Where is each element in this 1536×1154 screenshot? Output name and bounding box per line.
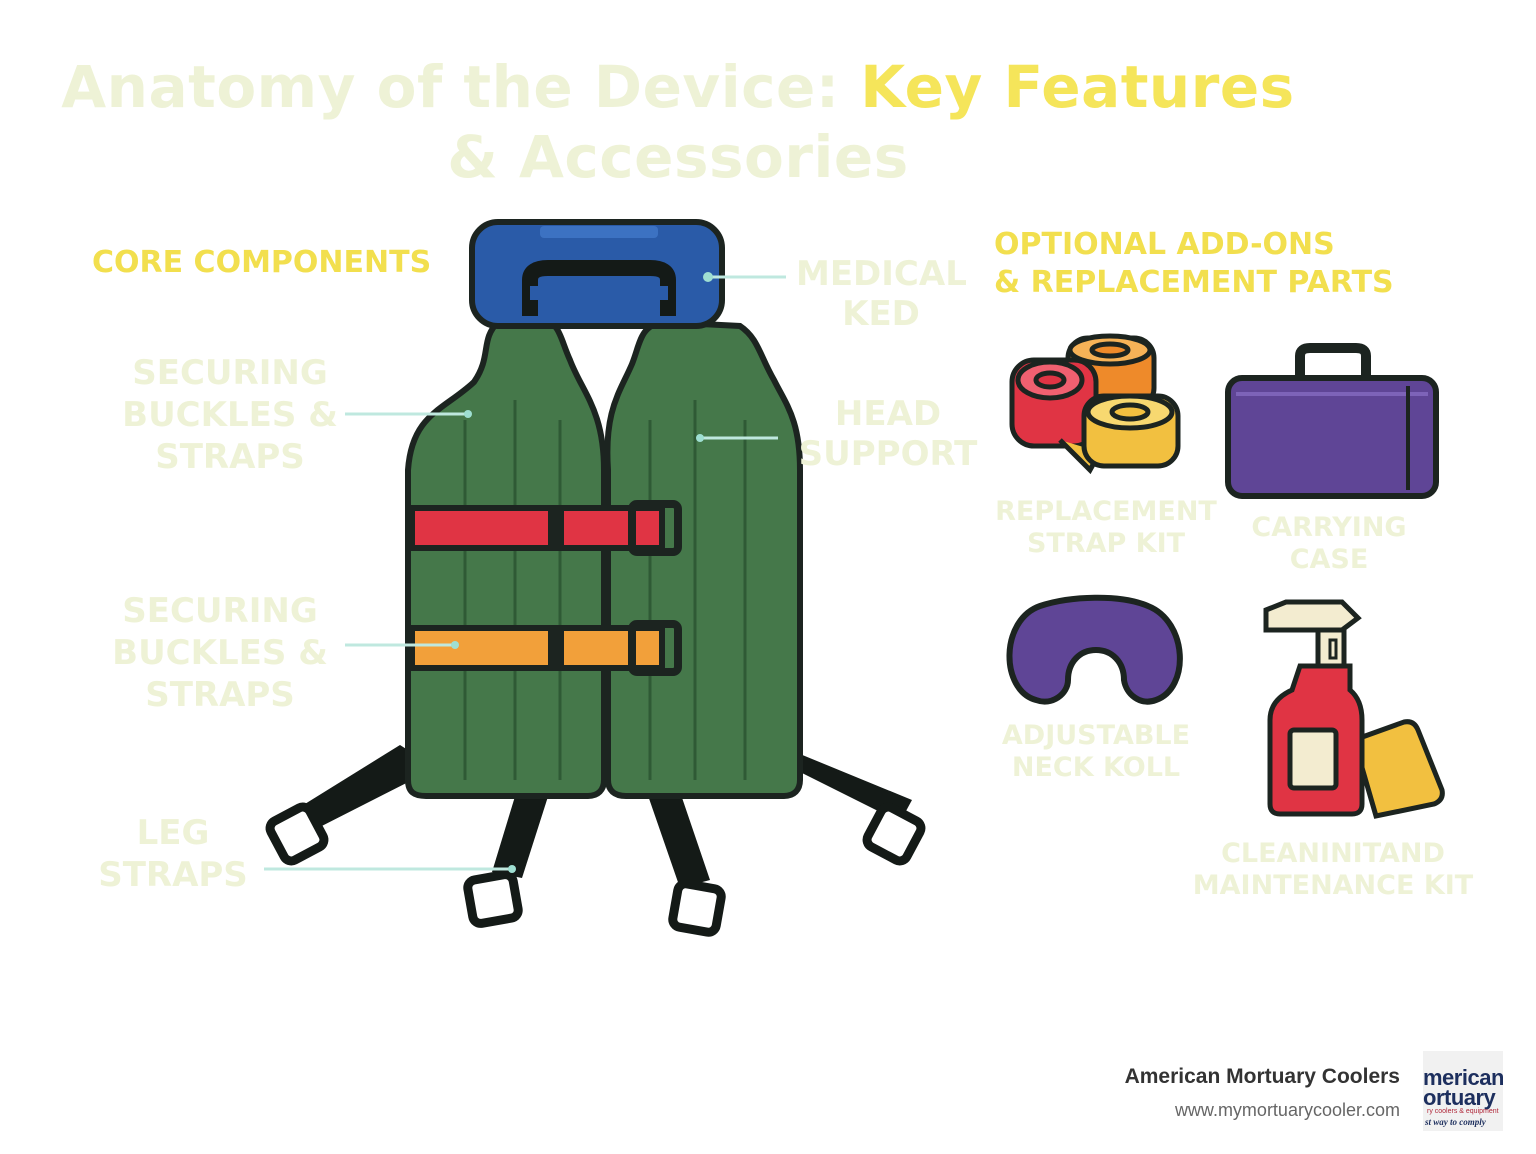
company-logo: merican ortuary ry coolers & equipment s… [1423, 1051, 1503, 1131]
footer-website-url[interactable]: www.mymortuarycooler.com [1174, 1100, 1400, 1120]
label-neck-roll: ADJUSTABLE NECK KOLL [1001, 720, 1191, 783]
head-collar [469, 219, 725, 329]
label-head-support: HEAD SUPPORT [798, 394, 978, 474]
page-title: Anatomy of the Device: Key Features & Ac… [0, 52, 1356, 192]
torso-strap-orange [409, 620, 682, 676]
label-cleaning-kit: CLEANINITAND MAINTENANCE KIT [1192, 838, 1474, 901]
leg-strap-inner-right [644, 780, 726, 937]
neck-roll-icon [1006, 594, 1183, 705]
addons-heading: OPTIONAL ADD-ONS & REPLACEMENT PARTS [994, 227, 1394, 300]
label-medical-ked: MEDICAL KED [796, 254, 967, 334]
vest-right-panel [604, 318, 803, 799]
title-line-2: & Accessories [447, 123, 909, 191]
leg-strap-far-left [265, 745, 436, 866]
leg-strap-inner-left [463, 780, 552, 928]
leg-strap-far-right [778, 745, 926, 866]
carrying-case-icon [1225, 343, 1439, 499]
panel-seams [463, 400, 747, 780]
label-carrying-case: CARRYING CASE [1251, 512, 1407, 575]
label-securing-lower: SECURING BUCKLES & STRAPS [112, 591, 328, 715]
label-leg-straps: LEG STRAPS [98, 813, 248, 895]
title-line-1: Anatomy of the Device: Key Features [61, 53, 1295, 121]
core-components-heading: CORE COMPONENTS [92, 245, 432, 280]
strap-kit-icon [1009, 333, 1181, 475]
title-highlight: Key Features [860, 53, 1295, 121]
label-strap-kit: REPLACEMENT STRAP KIT [995, 496, 1217, 559]
cleaning-kit-icon [1263, 599, 1445, 819]
footer-company-name: American Mortuary Coolers [1124, 1065, 1400, 1088]
label-securing-upper: SECURING BUCKLES & STRAPS [122, 353, 338, 477]
chest-strap-red [409, 500, 682, 556]
vest-left-panel [405, 316, 607, 799]
